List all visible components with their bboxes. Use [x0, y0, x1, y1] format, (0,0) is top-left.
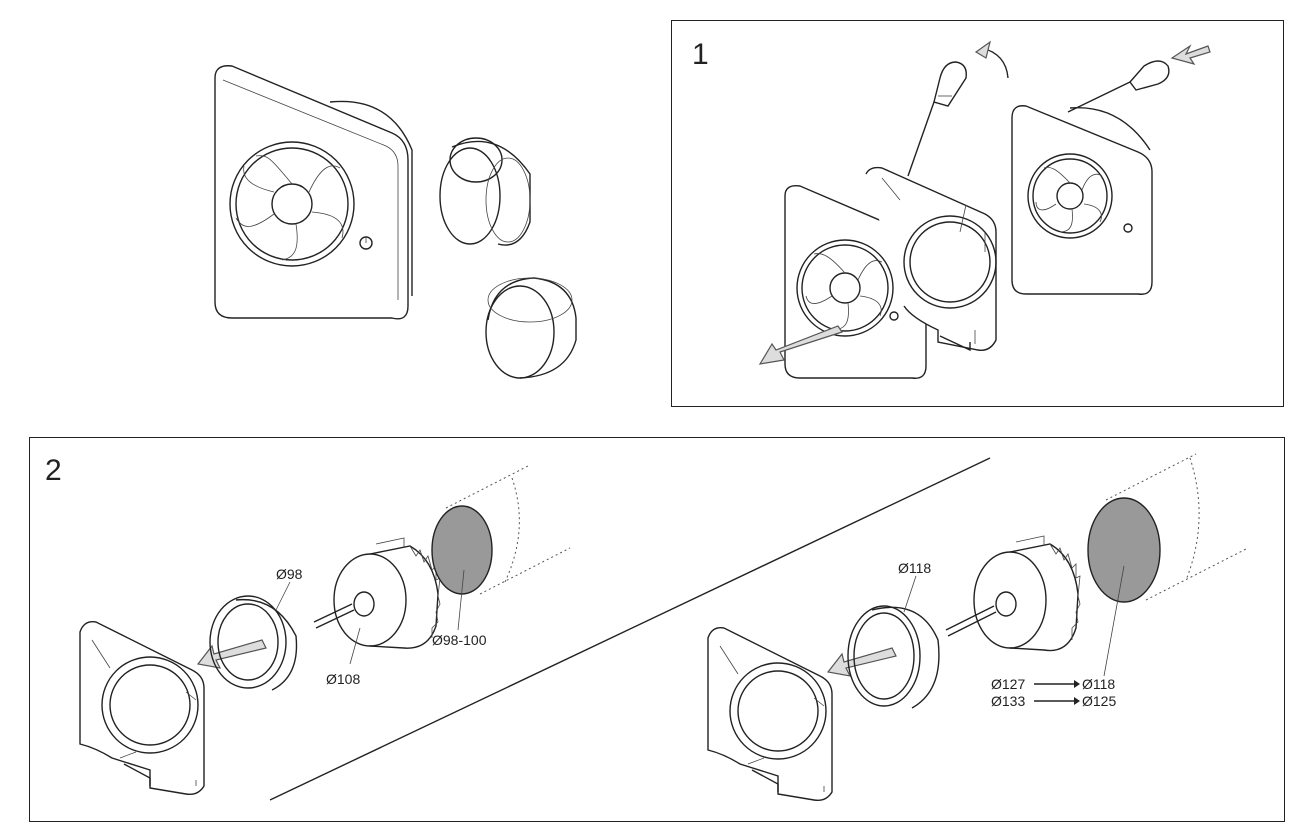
step1-pull-arrow — [758, 325, 843, 365]
diameter-118-result-label: Ø118 — [1082, 676, 1116, 692]
step1-number: 1 — [692, 38, 709, 71]
diameter-125-label: Ø125 — [1082, 693, 1117, 709]
step2-right-holesaw-illustration — [945, 535, 1081, 652]
label-leader-lines — [275, 565, 1125, 677]
step2-left-wall-cut-illustration — [431, 465, 571, 595]
step2-left-holesaw-illustration — [313, 537, 441, 649]
spigot-bottom-illustration — [485, 277, 577, 379]
diameter-108-label: Ø108 — [326, 671, 361, 687]
step2-right-housing-illustration — [707, 627, 833, 802]
step1-assembled-fan-illustration — [1011, 105, 1153, 295]
step2-left-arrow — [196, 639, 267, 669]
diameter-133-label: Ø133 — [991, 693, 1026, 709]
step1-panel — [671, 20, 1284, 407]
diameter-118-label: Ø118 — [898, 560, 932, 576]
diameter-98-label: Ø98 — [276, 566, 303, 582]
spigot-top-illustration — [439, 137, 531, 246]
step2-divider-line — [269, 457, 991, 801]
step2-right-wall-cut-illustration — [1087, 453, 1249, 603]
step2-right-spigot-illustration — [847, 605, 940, 709]
diameter-98-100-label: Ø98-100 — [432, 632, 487, 648]
step2-number: 2 — [45, 454, 62, 487]
step2-panel — [29, 437, 1285, 822]
step2-left-housing-illustration — [79, 621, 205, 796]
diameter-127-label: Ø127 — [991, 676, 1026, 692]
step1-housing-illustration — [865, 166, 997, 352]
screwdriver-left-illustration — [907, 40, 1009, 177]
step2-right-arrow — [826, 647, 897, 677]
conversion-arrows — [1034, 680, 1080, 705]
screwdriver-right-illustration — [1067, 44, 1211, 113]
fan-overview-illustration — [214, 65, 413, 320]
step2-left-spigot-illustration — [209, 595, 298, 691]
